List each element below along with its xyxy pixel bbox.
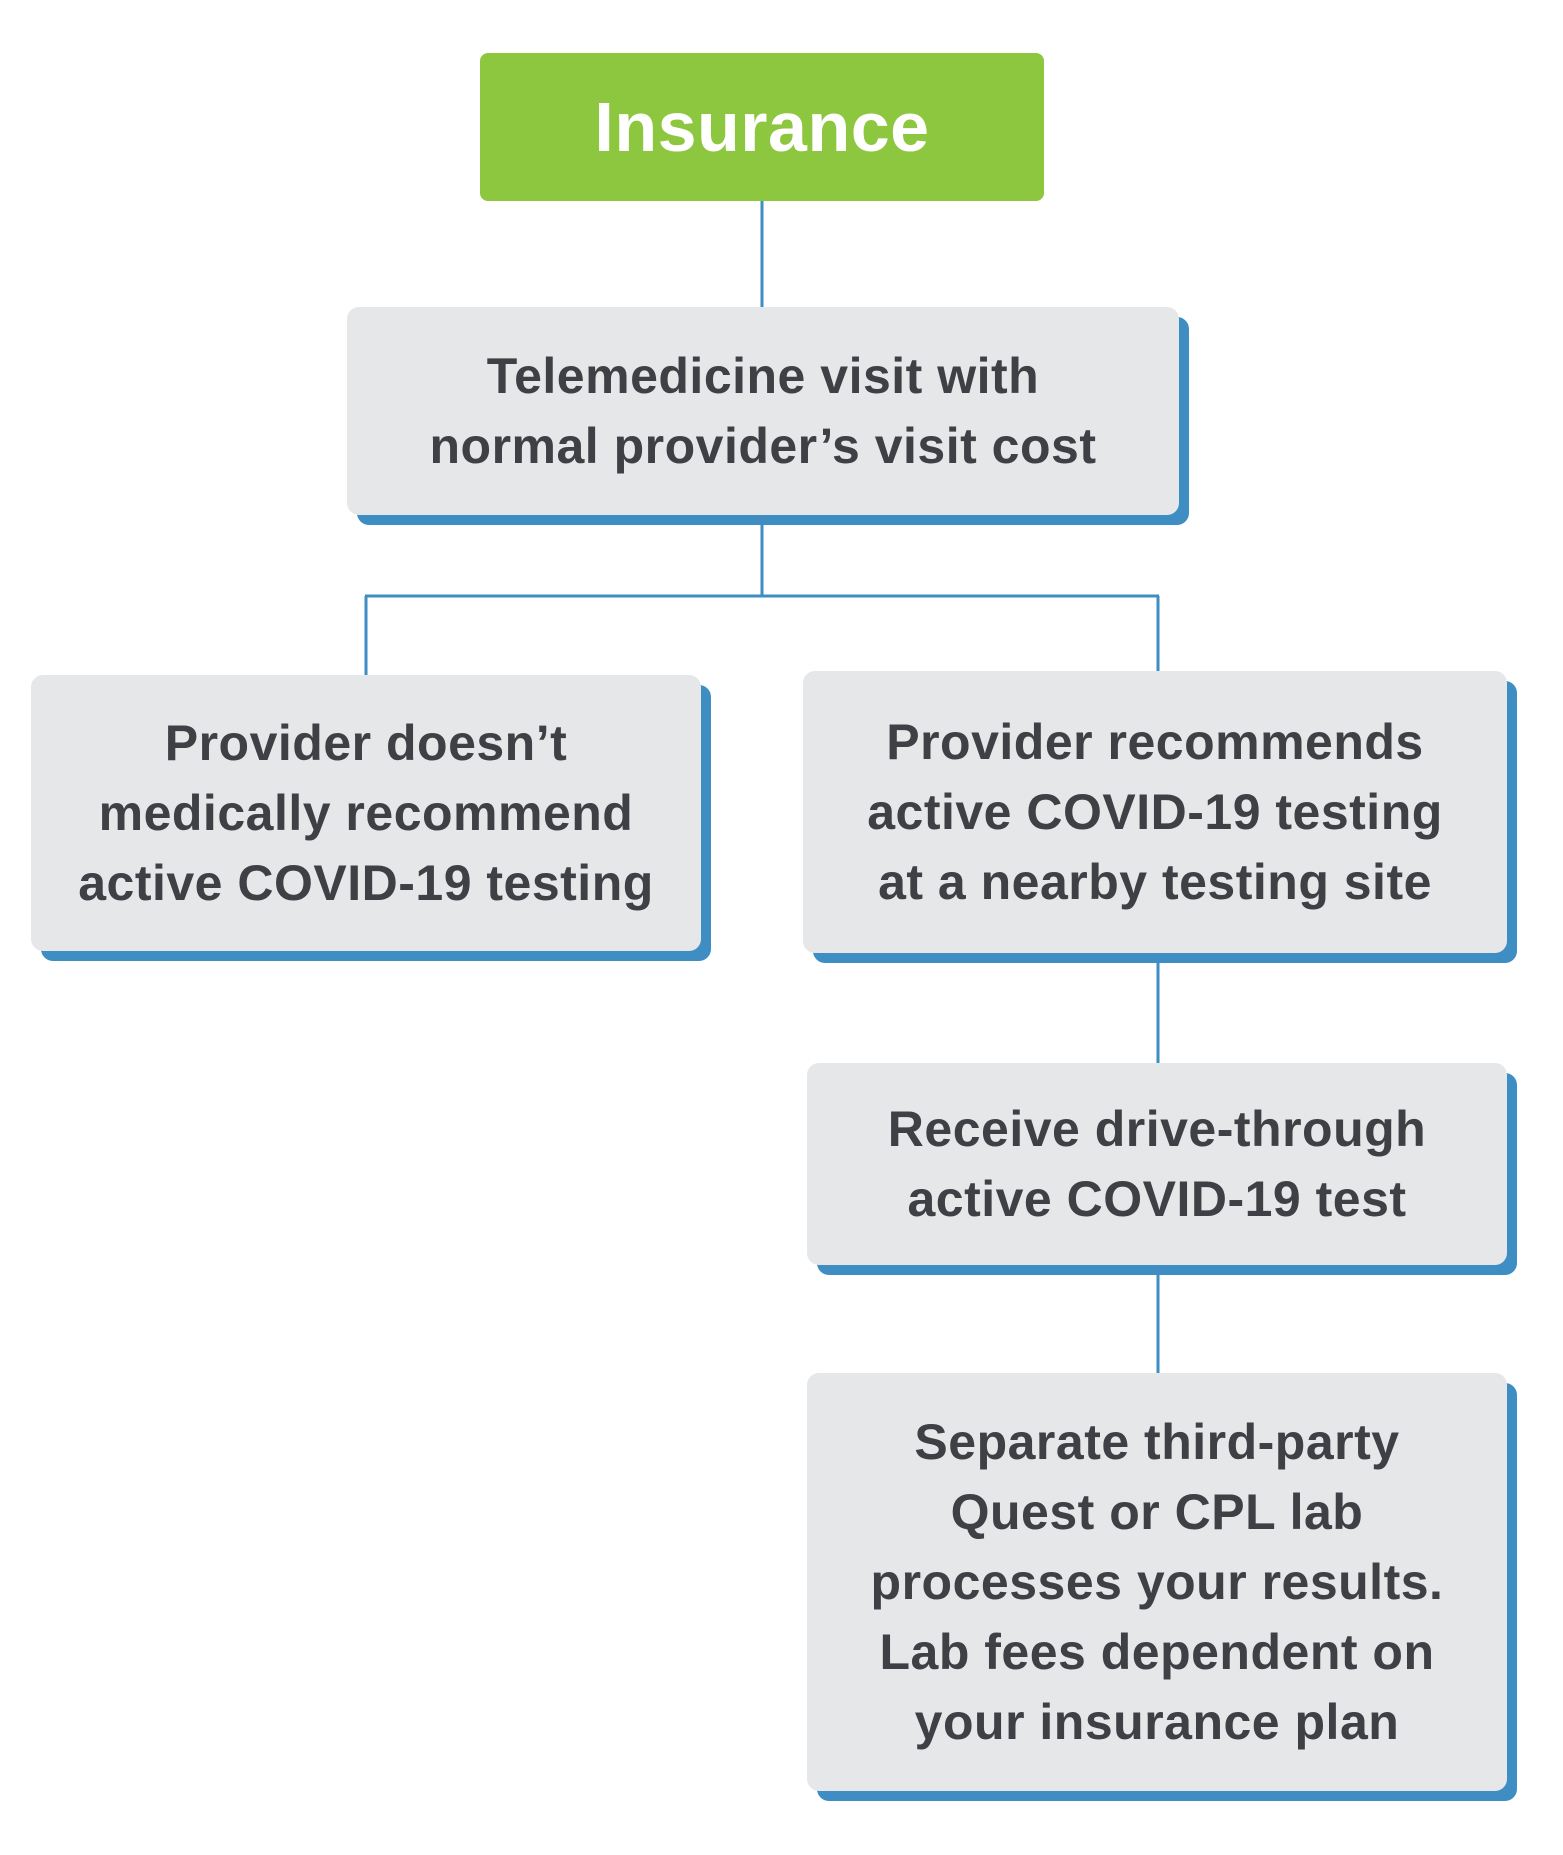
node-telemedicine: Telemedicine visit with normal provider’… bbox=[347, 307, 1179, 515]
node-lab: Separate third-party Quest or CPL lab pr… bbox=[807, 1373, 1507, 1791]
node-insurance: Insurance bbox=[480, 53, 1044, 201]
node-drive-through-label: Receive drive-through active COVID-19 te… bbox=[887, 1101, 1427, 1227]
node-lab-label: Separate third-party Quest or CPL lab pr… bbox=[870, 1414, 1444, 1750]
node-no-recommend-label: Provider doesn’t medically recommend act… bbox=[78, 715, 654, 911]
node-drive-through: Receive drive-through active COVID-19 te… bbox=[807, 1063, 1507, 1265]
node-recommends-label: Provider recommends active COVID-19 test… bbox=[867, 714, 1443, 910]
node-insurance-label: Insurance bbox=[594, 88, 930, 166]
node-telemedicine-label: Telemedicine visit with normal provider’… bbox=[429, 348, 1097, 474]
node-recommends: Provider recommends active COVID-19 test… bbox=[803, 671, 1507, 953]
node-no-recommend: Provider doesn’t medically recommend act… bbox=[31, 675, 701, 951]
